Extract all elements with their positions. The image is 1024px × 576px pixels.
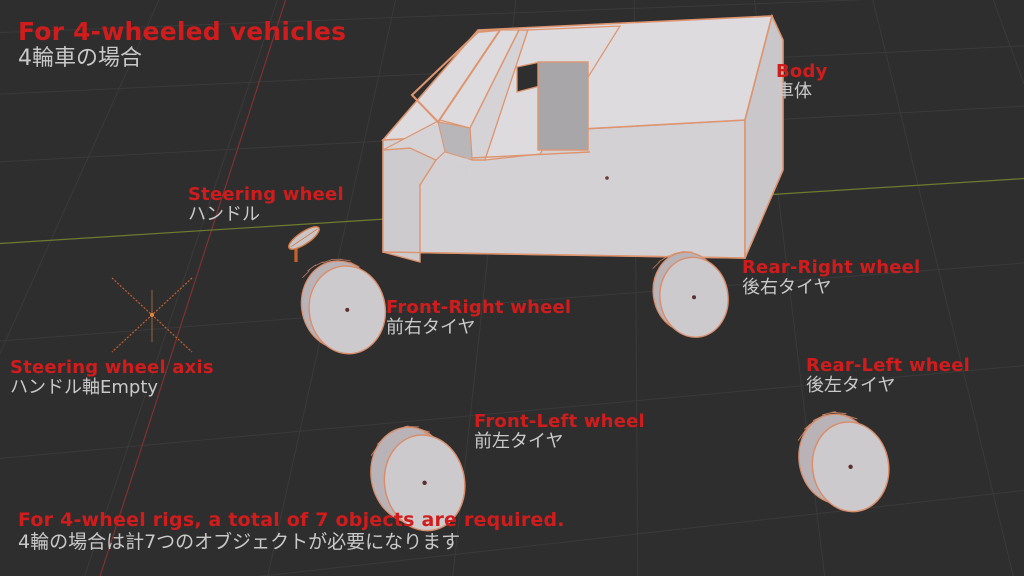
label-front-left-jp: 前左タイヤ: [474, 431, 564, 453]
label-rear-right-jp: 後右タイヤ: [742, 277, 832, 299]
label-steering-axis-en: Steering wheel axis: [10, 357, 214, 378]
title-en: For 4-wheeled vehicles: [18, 17, 347, 46]
label-steering-wheel-jp: ハンドル: [188, 204, 260, 226]
footer-jp: 4輪の場合は計7つのオブジェクトが必要になります: [18, 530, 461, 553]
label-steering-wheel-en: Steering wheel: [188, 184, 344, 205]
footer-note: For 4-wheel rigs, a total of 7 objects a…: [18, 510, 565, 552]
label-front-right-jp: 前右タイヤ: [386, 317, 476, 339]
wheel-rear-left[interactable]: [796, 404, 914, 522]
wheel-front-left[interactable]: [368, 418, 490, 540]
label-front-left: Front-Left wheel 前左タイヤ: [474, 412, 645, 452]
label-steering-wheel: Steering wheel ハンドル: [188, 185, 344, 225]
page-title: For 4-wheeled vehicles 4輪車の場合: [18, 18, 346, 71]
steering-axis-empty-object[interactable]: [100, 268, 204, 364]
label-front-left-en: Front-Left wheel: [474, 411, 645, 432]
label-front-right-en: Front-Right wheel: [386, 297, 572, 318]
label-rear-right: Rear-Right wheel 後右タイヤ: [742, 258, 920, 298]
wheel-rear-right[interactable]: [648, 245, 744, 349]
label-rear-left-en: Rear-Left wheel: [806, 355, 970, 376]
label-rear-left: Rear-Left wheel 後左タイヤ: [806, 356, 970, 396]
3d-cursor-icon: [459, 158, 475, 176]
wheel-front-right[interactable]: [295, 252, 397, 364]
footer-en: For 4-wheel rigs, a total of 7 objects a…: [18, 509, 565, 531]
title-jp: 4輪車の場合: [18, 46, 142, 71]
label-steering-axis-jp: ハンドル軸Empty: [10, 377, 159, 399]
steering-wheel-object[interactable]: [278, 218, 334, 266]
label-body-en: Body: [776, 61, 828, 82]
body-origin-dot: [605, 176, 609, 180]
label-body-jp: 車体: [776, 81, 812, 103]
label-body: Body 車体: [776, 62, 828, 102]
label-rear-right-en: Rear-Right wheel: [742, 257, 921, 278]
label-rear-left-jp: 後左タイヤ: [806, 375, 896, 397]
label-front-right: Front-Right wheel 前右タイヤ: [386, 298, 571, 338]
label-steering-axis: Steering wheel axis ハンドル軸Empty: [10, 358, 214, 398]
